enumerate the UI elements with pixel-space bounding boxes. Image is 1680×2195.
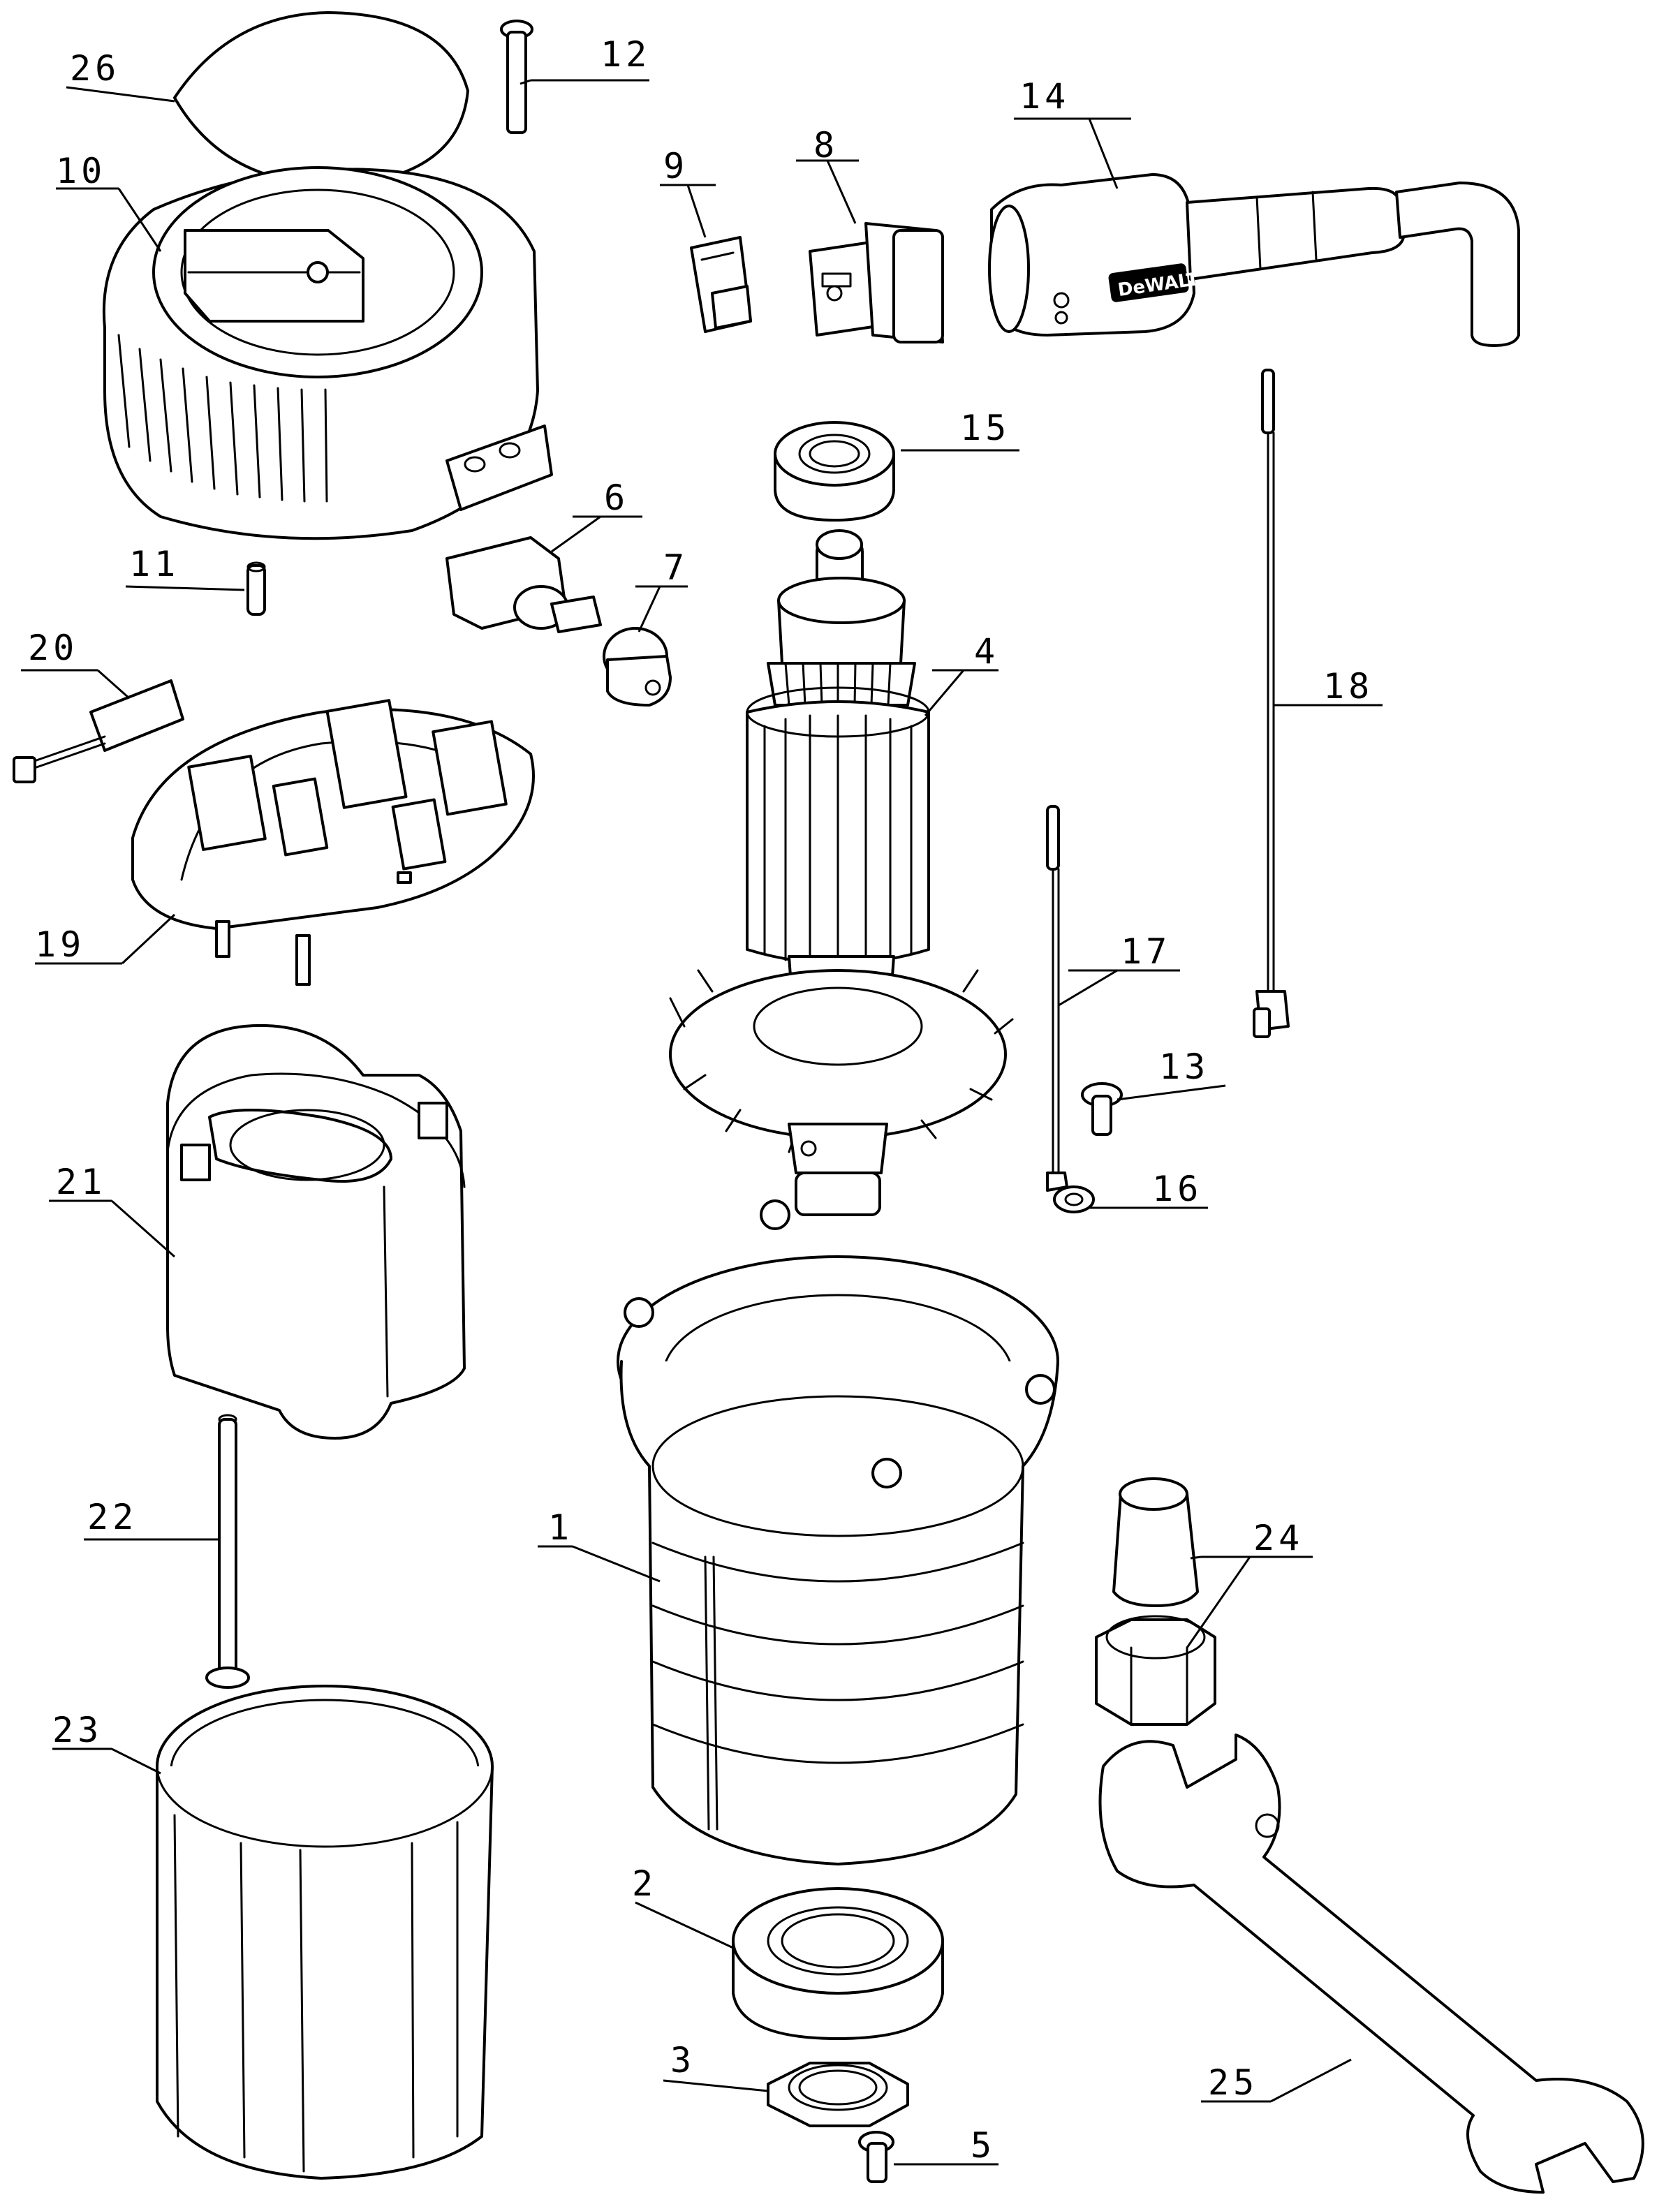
leader-lines <box>21 79 1383 2166</box>
part-4-armature <box>669 529 1014 1216</box>
callout-12: 12 <box>600 34 651 75</box>
part-3-nut <box>767 2062 909 2127</box>
callout-15: 15 <box>960 408 1010 448</box>
callout-2: 2 <box>632 1863 657 1904</box>
part-23-baffle <box>156 1685 494 2180</box>
callout-8: 8 <box>813 125 839 165</box>
part-8-switch <box>809 222 944 343</box>
callout-19: 19 <box>35 924 85 965</box>
part-10-motor-cap <box>102 166 553 540</box>
part-22-screw <box>205 1414 250 1689</box>
part-19-brush-plate <box>131 699 535 986</box>
callout-7: 7 <box>663 547 688 588</box>
callout-23: 23 <box>52 1710 103 1750</box>
callout-25: 25 <box>1208 2062 1258 2103</box>
callout-3: 3 <box>670 2040 695 2081</box>
part-11-pin <box>246 561 266 616</box>
part-7-knob <box>603 627 672 707</box>
callout-5: 5 <box>971 2125 996 2166</box>
callout-9: 9 <box>663 146 688 186</box>
callout-10: 10 <box>56 151 106 191</box>
part-16-ring-terminal <box>1046 1172 1095 1213</box>
callout-18: 18 <box>1323 666 1373 707</box>
part-20-carbon-brush <box>13 679 184 783</box>
callout-14: 14 <box>1019 76 1070 117</box>
part-26-cover-plate <box>173 11 469 186</box>
part-12-pin <box>500 20 533 134</box>
part-5-screw <box>858 2131 894 2183</box>
callout-6: 6 <box>604 478 629 518</box>
part-21-field <box>166 1023 466 1440</box>
callout-1: 1 <box>548 1507 573 1548</box>
part-9-clip <box>690 236 752 333</box>
callout-16: 16 <box>1152 1169 1202 1209</box>
callout-26: 26 <box>70 48 120 89</box>
callout-21: 21 <box>56 1162 106 1202</box>
callout-11: 11 <box>129 544 179 584</box>
part-17-lead-wire <box>1046 805 1060 1174</box>
part-18-lead-wire <box>1253 369 1290 1038</box>
part-13-screw <box>1081 1082 1123 1136</box>
callout-13: 13 <box>1159 1047 1209 1087</box>
part-14-handle-cord: DeWALT <box>988 173 1520 347</box>
callout-20: 20 <box>28 628 78 668</box>
callout-17: 17 <box>1121 931 1171 972</box>
part-15-bearing <box>774 421 895 522</box>
part-24-collet <box>1095 1477 1216 1726</box>
part-2-bearing <box>732 1887 944 2040</box>
part-25-wrench <box>1098 1734 1644 2194</box>
callout-labels: 26 12 14 8 9 10 15 6 7 11 20 4 18 17 19 … <box>28 34 1373 2166</box>
part-1-housing <box>617 1199 1059 1865</box>
callout-22: 22 <box>87 1497 138 1537</box>
callout-4: 4 <box>974 631 999 672</box>
part-6-bracket <box>445 536 602 633</box>
callout-24: 24 <box>1253 1518 1304 1558</box>
